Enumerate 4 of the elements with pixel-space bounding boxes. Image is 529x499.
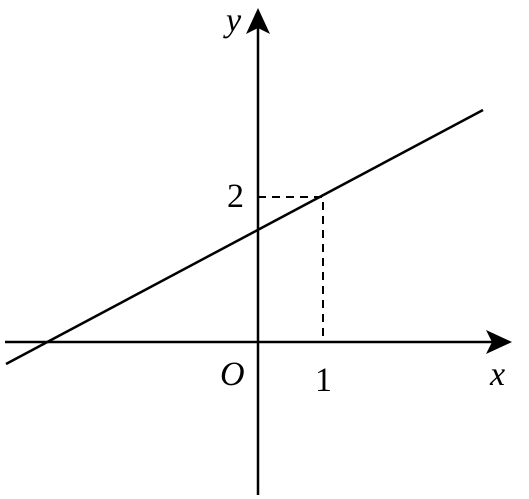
tick-label: 2: [227, 180, 244, 214]
tick-label: 1: [315, 364, 332, 398]
axis-label: x: [490, 358, 506, 392]
origin-label: O: [220, 358, 245, 392]
